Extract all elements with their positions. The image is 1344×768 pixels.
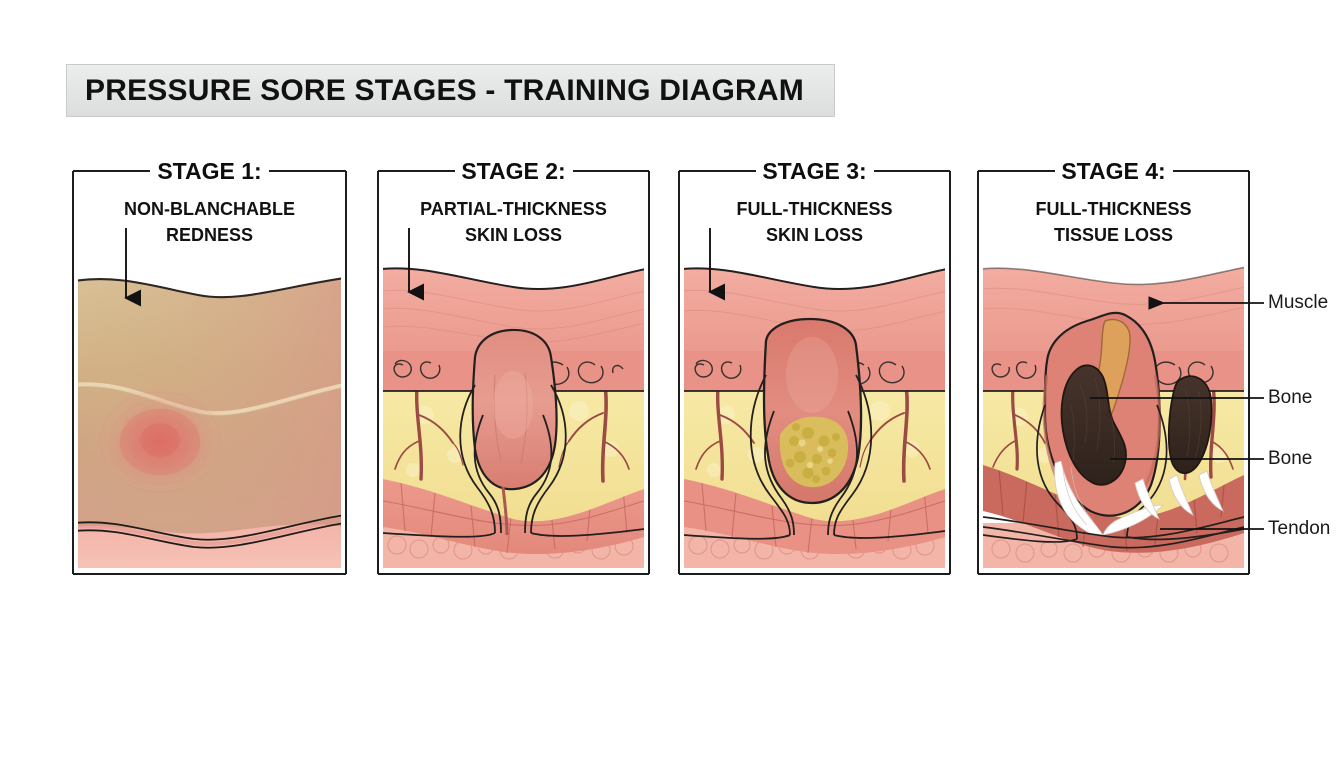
stage-2-illustration [383,265,644,568]
panel-stage-4[interactable]: STAGE 4: FULL-THICKNESS TISSUE LOSS [977,158,1250,575]
panel-1-description: NON-BLANCHABLE REDNESS [124,199,295,245]
panel-stage-2[interactable]: STAGE 2: PARTIAL-THICKNESS SKIN LOSS [377,158,650,575]
stage-3-illustration [684,265,945,568]
annotation-label-tendon: Tendon [1268,518,1331,539]
page-title: PRESSURE SORE STAGES - TRAINING DIAGRAM [85,73,804,107]
annotation-label-muscle: Muscle [1268,292,1329,313]
diagram-title-bar: PRESSURE SORE STAGES - TRAINING DIAGRAM [66,64,835,117]
annotation-label-bone-1: Bone [1268,387,1313,408]
panel-2-description: PARTIAL-THICKNESS SKIN LOSS [420,199,607,245]
panel-stage-3[interactable]: STAGE 3: FULL-THICKNESS SKIN LOSS [678,158,951,575]
panel-3-description: FULL-THICKNESS SKIN LOSS [736,199,893,245]
panel-4-stage-label: STAGE 4: [1061,158,1166,184]
annotation-label-bone-2: Bone [1268,448,1313,469]
panel-3-stage-label: STAGE 3: [762,158,867,184]
stage-1-illustration [78,265,341,568]
stage-4-illustration [983,265,1244,568]
panel-stage-1[interactable]: STAGE 1: NON-BLANCHABLE REDNESS [72,158,347,575]
panel-1-stage-label: STAGE 1: [157,158,262,184]
panel-2-stage-label: STAGE 2: [461,158,566,184]
panel-4-description: FULL-THICKNESS TISSUE LOSS [1035,199,1192,245]
